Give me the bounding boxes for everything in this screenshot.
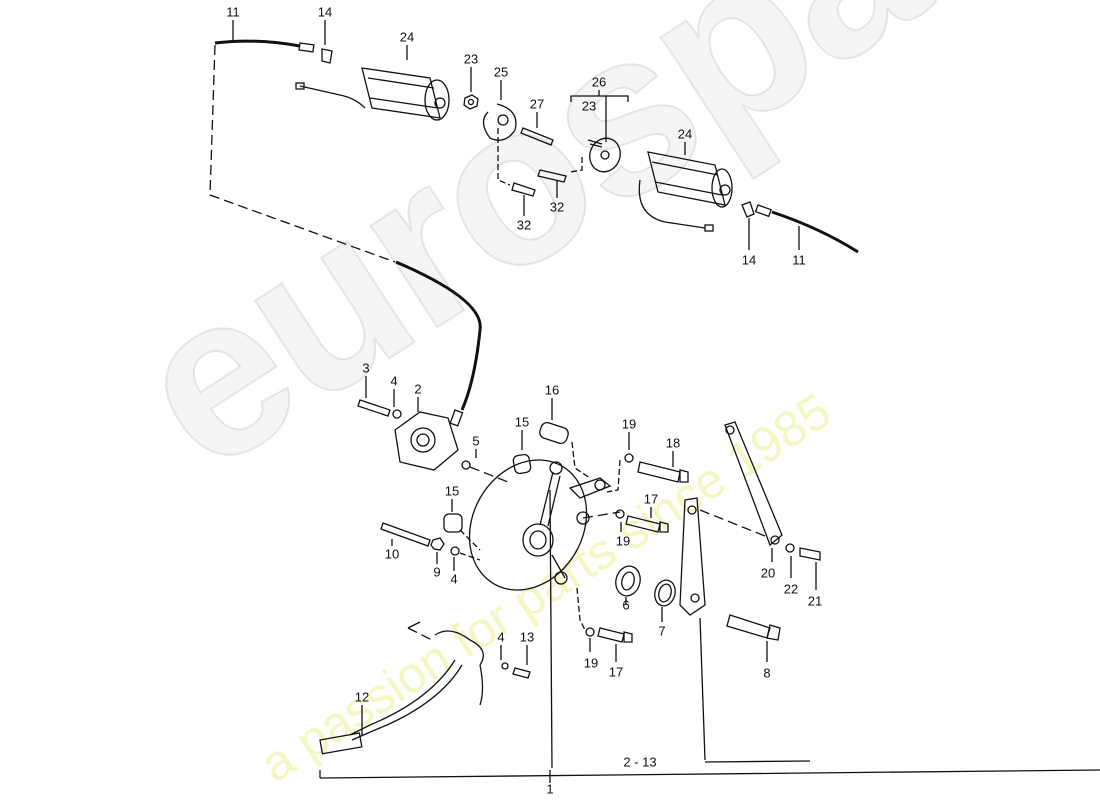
spacer-15b — [443, 513, 463, 533]
part-callout-6: 6 — [622, 597, 630, 613]
flange-26 — [589, 137, 621, 173]
wiring-harness-12 — [319, 630, 484, 755]
linkage-arm — [568, 477, 612, 499]
part-callout-4: 4 — [497, 629, 505, 645]
cam-plate-25 — [482, 103, 517, 141]
part-callout-20: 20 — [760, 565, 776, 581]
bolt-17a — [625, 515, 661, 533]
bolt-32-a — [537, 169, 567, 183]
part-callout-32: 32 — [549, 199, 565, 215]
part-callout-14: 14 — [317, 4, 333, 20]
motor-24-top — [295, 67, 450, 121]
part-callout-11: 11 — [792, 252, 806, 268]
part-callout-24: 24 — [677, 126, 693, 142]
bolt-3 — [357, 399, 391, 417]
screw-13 — [512, 667, 531, 679]
bolt-8 — [726, 614, 771, 639]
part-callout-25: 25 — [493, 64, 509, 80]
part-callout-12: 12 — [354, 689, 370, 705]
bolt-10 — [380, 522, 431, 547]
washer-19a — [624, 453, 634, 463]
part-callout-21: 21 — [807, 593, 823, 609]
washer-4b — [450, 546, 460, 556]
part-callout-32: 32 — [516, 217, 532, 233]
clip-14-top — [321, 48, 333, 64]
washer-19c — [585, 627, 595, 637]
part-callout-7: 7 — [658, 623, 666, 639]
spacer-16 — [539, 421, 569, 445]
part-callout-16: 16 — [544, 382, 560, 398]
part-callout-19: 19 — [615, 533, 631, 549]
part-callout-10: 10 — [384, 546, 400, 562]
part-callout-19: 19 — [583, 655, 599, 671]
nut-9 — [430, 537, 445, 551]
part-callout-17: 17 — [643, 491, 659, 507]
part-callout-2-13: 2 - 13 — [623, 754, 657, 770]
washer-5 — [461, 460, 471, 470]
washer-4a — [392, 409, 402, 419]
part-callout-23: 23 — [581, 98, 597, 114]
washer-22 — [785, 543, 795, 553]
dashed-guide-left — [209, 44, 396, 263]
part-callout-15: 15 — [444, 483, 460, 499]
washer-19b — [615, 509, 625, 519]
bolt-21 — [799, 547, 821, 561]
part-callout-13: 13 — [519, 629, 535, 645]
spacer-15a — [512, 453, 532, 475]
part-callout-15: 15 — [514, 414, 530, 430]
part-callout-4: 4 — [390, 373, 398, 389]
cable-11-main — [395, 260, 482, 411]
part-callout-18: 18 — [665, 435, 681, 451]
washer-6 — [615, 565, 641, 597]
part-callout-9: 9 — [433, 564, 441, 580]
part-callout-11: 11 — [226, 4, 240, 20]
part-callout-17: 17 — [608, 664, 624, 680]
part-callout-27: 27 — [529, 96, 545, 112]
part-callout-1: 1 — [546, 781, 554, 797]
actuator-2 — [394, 411, 459, 471]
lever-arm — [679, 497, 706, 616]
part-callout-3: 3 — [362, 360, 370, 376]
part-callout-8: 8 — [763, 665, 771, 681]
part-callout-24: 24 — [399, 29, 415, 45]
bolt-17b — [597, 627, 625, 643]
washer-4c — [501, 662, 509, 670]
cable-11-top — [214, 39, 301, 48]
washer-7 — [654, 579, 676, 607]
bolt-32-b — [511, 182, 536, 197]
housing-plate — [468, 459, 590, 591]
part-callout-23: 23 — [463, 51, 479, 67]
part-callout-14: 14 — [741, 252, 757, 268]
part-callout-22: 22 — [783, 581, 799, 597]
part-callout-26: 26 — [591, 74, 607, 90]
nut-23 — [463, 94, 479, 110]
link-20 — [724, 421, 783, 547]
part-callout-5: 5 — [472, 433, 480, 449]
pin-27 — [520, 127, 554, 146]
cable-11-right — [771, 210, 859, 254]
part-callout-2: 2 — [414, 381, 422, 397]
part-callout-4: 4 — [450, 571, 458, 587]
motor-24-right — [638, 151, 733, 232]
clip-14-right — [741, 201, 755, 218]
part-callout-19: 19 — [621, 416, 637, 432]
bolt-18 — [637, 461, 681, 483]
